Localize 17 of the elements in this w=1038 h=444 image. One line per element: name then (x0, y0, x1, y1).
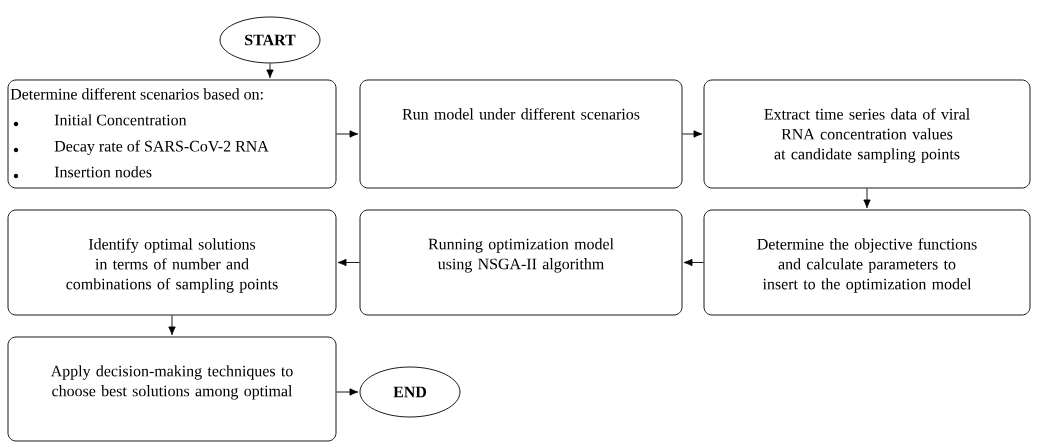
arrow (337, 258, 360, 267)
arrow (863, 188, 871, 209)
process-box: Run model under different scenarios (359, 79, 683, 189)
arrow (682, 130, 703, 138)
terminal-oval: END (359, 366, 461, 418)
arrow (683, 258, 704, 267)
arrow (168, 315, 176, 336)
process-box: Determine the objective functions and calculate parameters to insert to the optimization model (703, 209, 1031, 316)
process-box: Determine different scenarios based on: Initial Concentration Decay rate of SARS-CoV-2 RNA Insertion nodes (7, 79, 337, 189)
terminal-oval: START (219, 16, 321, 64)
process-box: Identify optimal solutions in terms of number and combinations of sampling points (7, 209, 337, 316)
arrow (336, 130, 359, 138)
process-box: Running optimization model using NSGA-II algorithm (359, 209, 683, 316)
arrow (336, 388, 359, 396)
arrow (266, 63, 274, 79)
process-box: Extract time series data of viral RNA concentration values at candidate sampling points (703, 79, 1031, 189)
process-box: Apply decision-making techniques to choose best solutions among optimal (7, 336, 337, 442)
